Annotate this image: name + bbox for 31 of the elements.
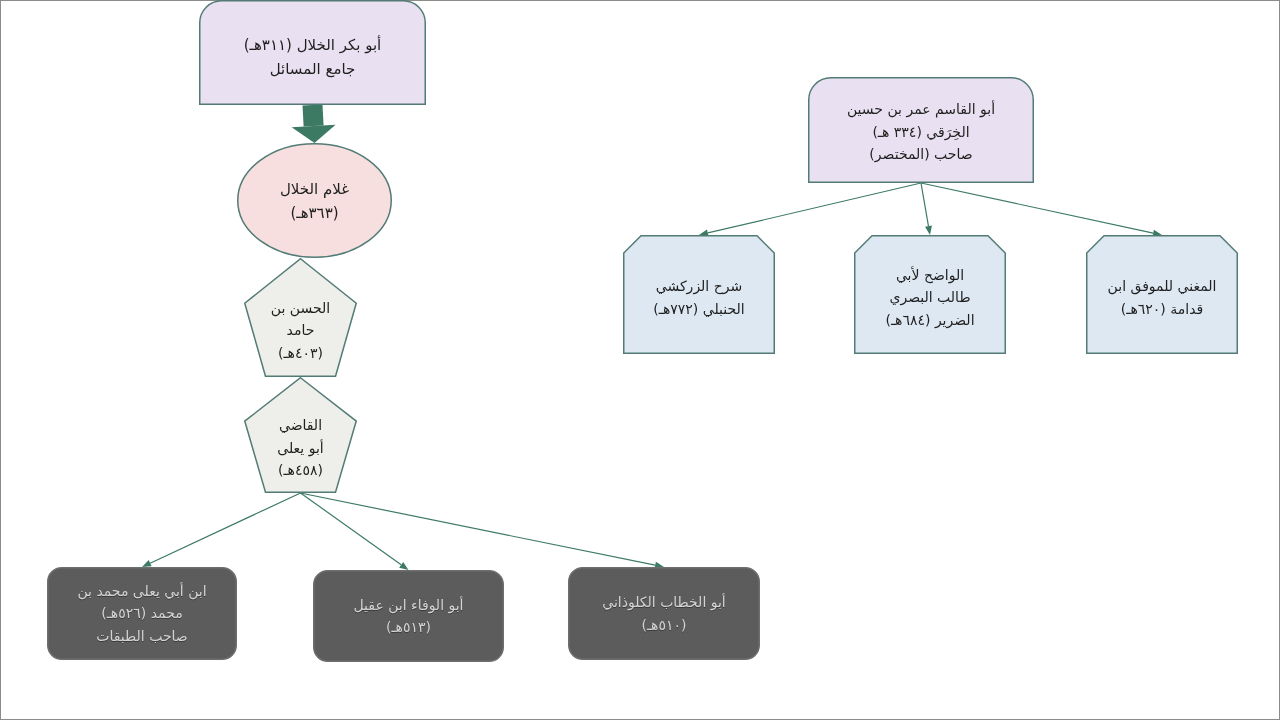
node-label: ابن أبي يعلى محمد بن محمد (٥٢٦هـ) <box>76 581 208 624</box>
pentagon-node <box>244 258 357 377</box>
node-label: القاضي أبو يعلى (٤٥٨هـ) <box>276 416 325 481</box>
arrow <box>299 492 409 570</box>
node-label: غلام الخلال (٣٦٣هـ) <box>278 178 351 224</box>
arrow <box>920 182 1162 237</box>
node-label: شرح الزركشي الحنبلي (٧٧٢هـ) <box>652 277 746 319</box>
chamfered-box <box>854 235 1006 354</box>
node-label: أبو بكر الخلال (٣١١هـ) <box>242 34 383 56</box>
node-label: أبو الوفاء ابن عقيل (٥١٣هـ) <box>352 595 465 637</box>
chamfered-box <box>623 235 775 354</box>
node-label: صاحب الطبقات <box>95 626 189 646</box>
rounded-top-box <box>808 77 1034 183</box>
node-label: الواضح لأبي طالب البصري الضرير (٦٨٤هـ) <box>884 265 976 331</box>
dark-rounded-box <box>47 567 237 660</box>
ellipse-node <box>237 143 392 258</box>
rounded-top-box <box>199 0 426 105</box>
node-label: الحسن بن حامد (٤٠٣هـ) <box>269 298 332 363</box>
node-label: صاحب (المختصر) <box>868 145 974 165</box>
dark-rounded-box <box>568 567 760 660</box>
arrow <box>699 182 922 237</box>
thick-arrow <box>291 104 336 143</box>
node-label: جامع المسائل <box>268 58 357 80</box>
chamfered-box <box>1086 235 1238 354</box>
node-label: المغني للموفق ابن قدامة (٦٢٠هـ) <box>1106 277 1218 319</box>
node-label: أبو القاسم عمر بن حسين الخِرَقي (٣٣٤ هـ) <box>845 99 997 143</box>
dark-rounded-box <box>313 570 504 662</box>
node-label: أبو الخطاب الكلوذاني (٥١٠هـ) <box>601 592 727 635</box>
pentagon-node <box>244 377 357 493</box>
arrow <box>142 492 302 567</box>
arrow <box>920 182 932 235</box>
